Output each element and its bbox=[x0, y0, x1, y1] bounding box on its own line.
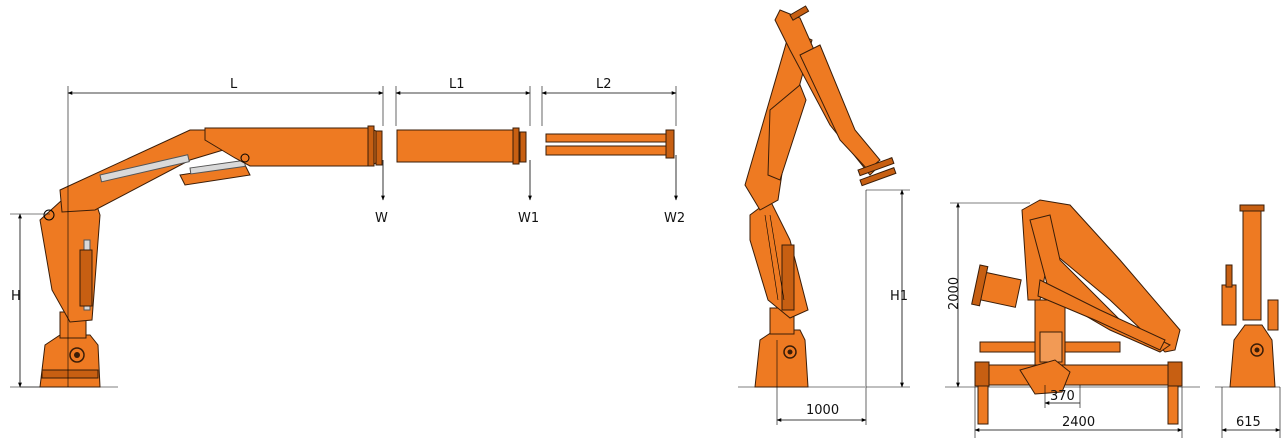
dim-label-L1: L1 bbox=[449, 77, 465, 92]
dim-label-depth: 615 bbox=[1236, 415, 1261, 430]
dimension-H1 bbox=[776, 189, 910, 425]
side-view: L L1 L2 W W1 W2 H bbox=[10, 77, 685, 388]
end-view-body bbox=[1221, 204, 1279, 388]
dimension-end bbox=[1221, 387, 1281, 438]
end-view: 615 bbox=[1215, 204, 1281, 438]
crane-base bbox=[39, 311, 101, 388]
stowed-view: 2000 370 2400 bbox=[945, 199, 1200, 438]
dim-label-reach: 1000 bbox=[806, 403, 839, 418]
raised-extension bbox=[774, 5, 897, 187]
dim-label-offset: 370 bbox=[1050, 389, 1075, 404]
load-label-W1: W1 bbox=[518, 211, 539, 226]
dim-label-L2: L2 bbox=[596, 77, 612, 92]
raised-lower-boom bbox=[749, 199, 809, 319]
dim-label-H: H bbox=[11, 289, 21, 304]
stowed-frame bbox=[974, 299, 1183, 425]
lower-boom bbox=[39, 199, 101, 323]
main-boom bbox=[59, 129, 251, 213]
load-arrows bbox=[381, 155, 678, 201]
dim-label-L: L bbox=[230, 77, 238, 92]
boom-section-L bbox=[204, 125, 383, 167]
load-label-W: W bbox=[375, 211, 388, 226]
boom-section-L1 bbox=[396, 127, 527, 165]
dimension-lines-top bbox=[67, 86, 677, 387]
dim-label-width: 2400 bbox=[1062, 415, 1095, 430]
raised-base bbox=[754, 307, 809, 388]
dim-label-stowed-height: 2000 bbox=[947, 277, 962, 310]
boom-section-L2 bbox=[545, 129, 675, 159]
dimension-H bbox=[10, 213, 50, 388]
raised-view: H1 1000 bbox=[738, 5, 910, 425]
stowed-booms bbox=[971, 199, 1181, 353]
dim-label-H1: H1 bbox=[890, 289, 908, 304]
load-label-W2: W2 bbox=[664, 211, 685, 226]
dimension-stowed bbox=[950, 202, 1183, 438]
